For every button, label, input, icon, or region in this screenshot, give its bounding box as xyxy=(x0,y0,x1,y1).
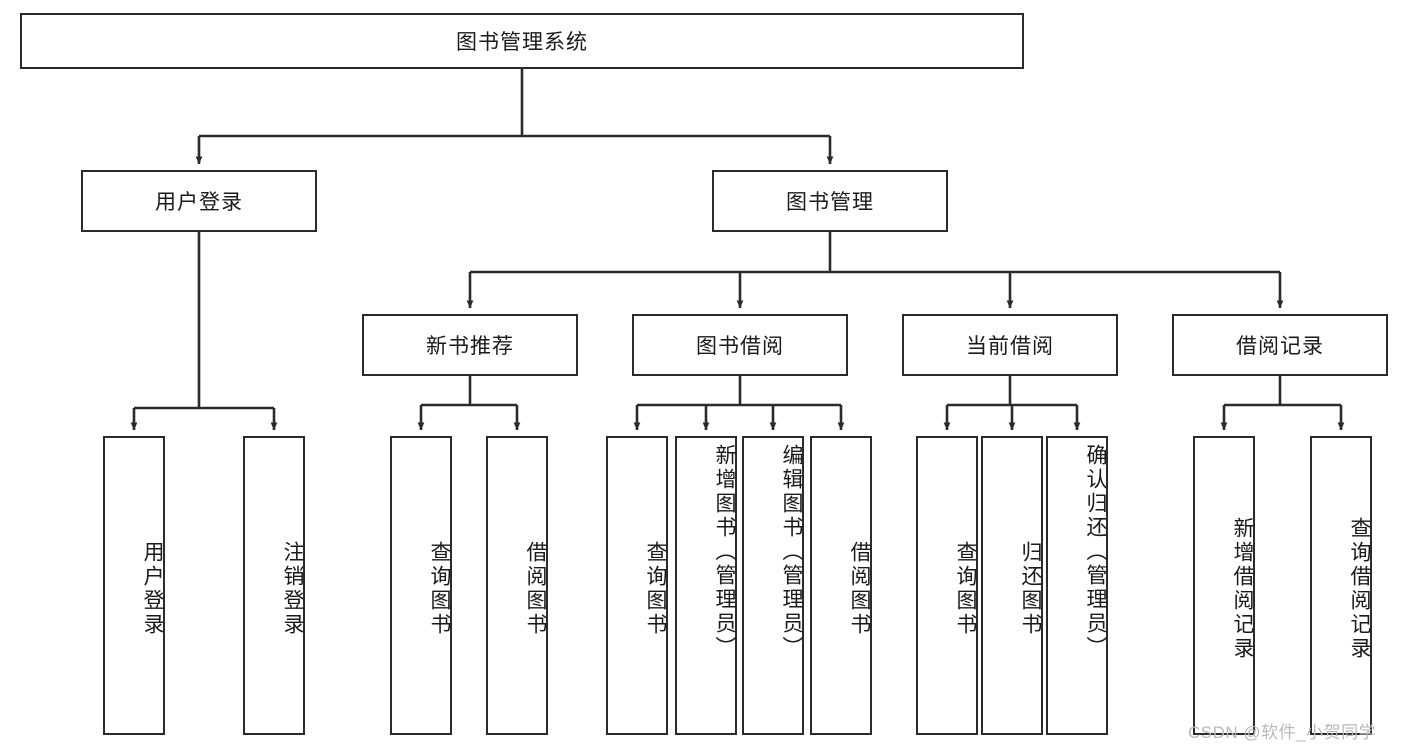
node-new-book-recommend[interactable]: 新书推荐 xyxy=(362,314,578,376)
leaf-query-book-borrow[interactable]: 查询图书 xyxy=(606,436,668,735)
edge-group-book-borrow xyxy=(633,376,845,431)
edge-group-user-login xyxy=(130,232,278,431)
watermark-csdn: CSDN @软件_小贺同学 xyxy=(1188,723,1377,742)
leaf-user-login[interactable]: 用户登录 xyxy=(103,436,165,735)
leaf-query-book-current[interactable]: 查询图书 xyxy=(916,436,978,735)
node-user-login[interactable]: 用户登录 xyxy=(81,170,317,232)
leaf-confirm-return-admin[interactable]: 确认归还（管理员） xyxy=(1046,436,1108,735)
edge-group-root xyxy=(195,69,834,165)
leaf-borrow-book-newbook[interactable]: 借阅图书 xyxy=(486,436,548,735)
edge-group-borrow-record xyxy=(1220,376,1345,431)
leaf-query-book-newbook[interactable]: 查询图书 xyxy=(390,436,452,735)
leaf-query-borrow-record[interactable]: 查询借阅记录 xyxy=(1310,436,1372,735)
node-root-system[interactable]: 图书管理系统 xyxy=(20,13,1024,69)
leaf-add-book-admin[interactable]: 新增图书（管理员） xyxy=(675,436,737,735)
node-book-borrow[interactable]: 图书借阅 xyxy=(632,314,848,376)
leaf-add-borrow-record[interactable]: 新增借阅记录 xyxy=(1193,436,1255,735)
node-current-borrow[interactable]: 当前借阅 xyxy=(902,314,1118,376)
node-book-management[interactable]: 图书管理 xyxy=(712,170,948,232)
leaf-borrow-book[interactable]: 借阅图书 xyxy=(810,436,872,735)
leaf-return-book[interactable]: 归还图书 xyxy=(981,436,1043,735)
leaf-edit-book-admin[interactable]: 编辑图书（管理员） xyxy=(742,436,804,735)
node-borrow-record[interactable]: 借阅记录 xyxy=(1172,314,1388,376)
edge-group-book-management xyxy=(466,232,1284,309)
leaf-logout-login[interactable]: 注销登录 xyxy=(243,436,305,735)
edge-group-new-book xyxy=(417,376,521,431)
edge-group-current-borrow xyxy=(943,376,1081,431)
